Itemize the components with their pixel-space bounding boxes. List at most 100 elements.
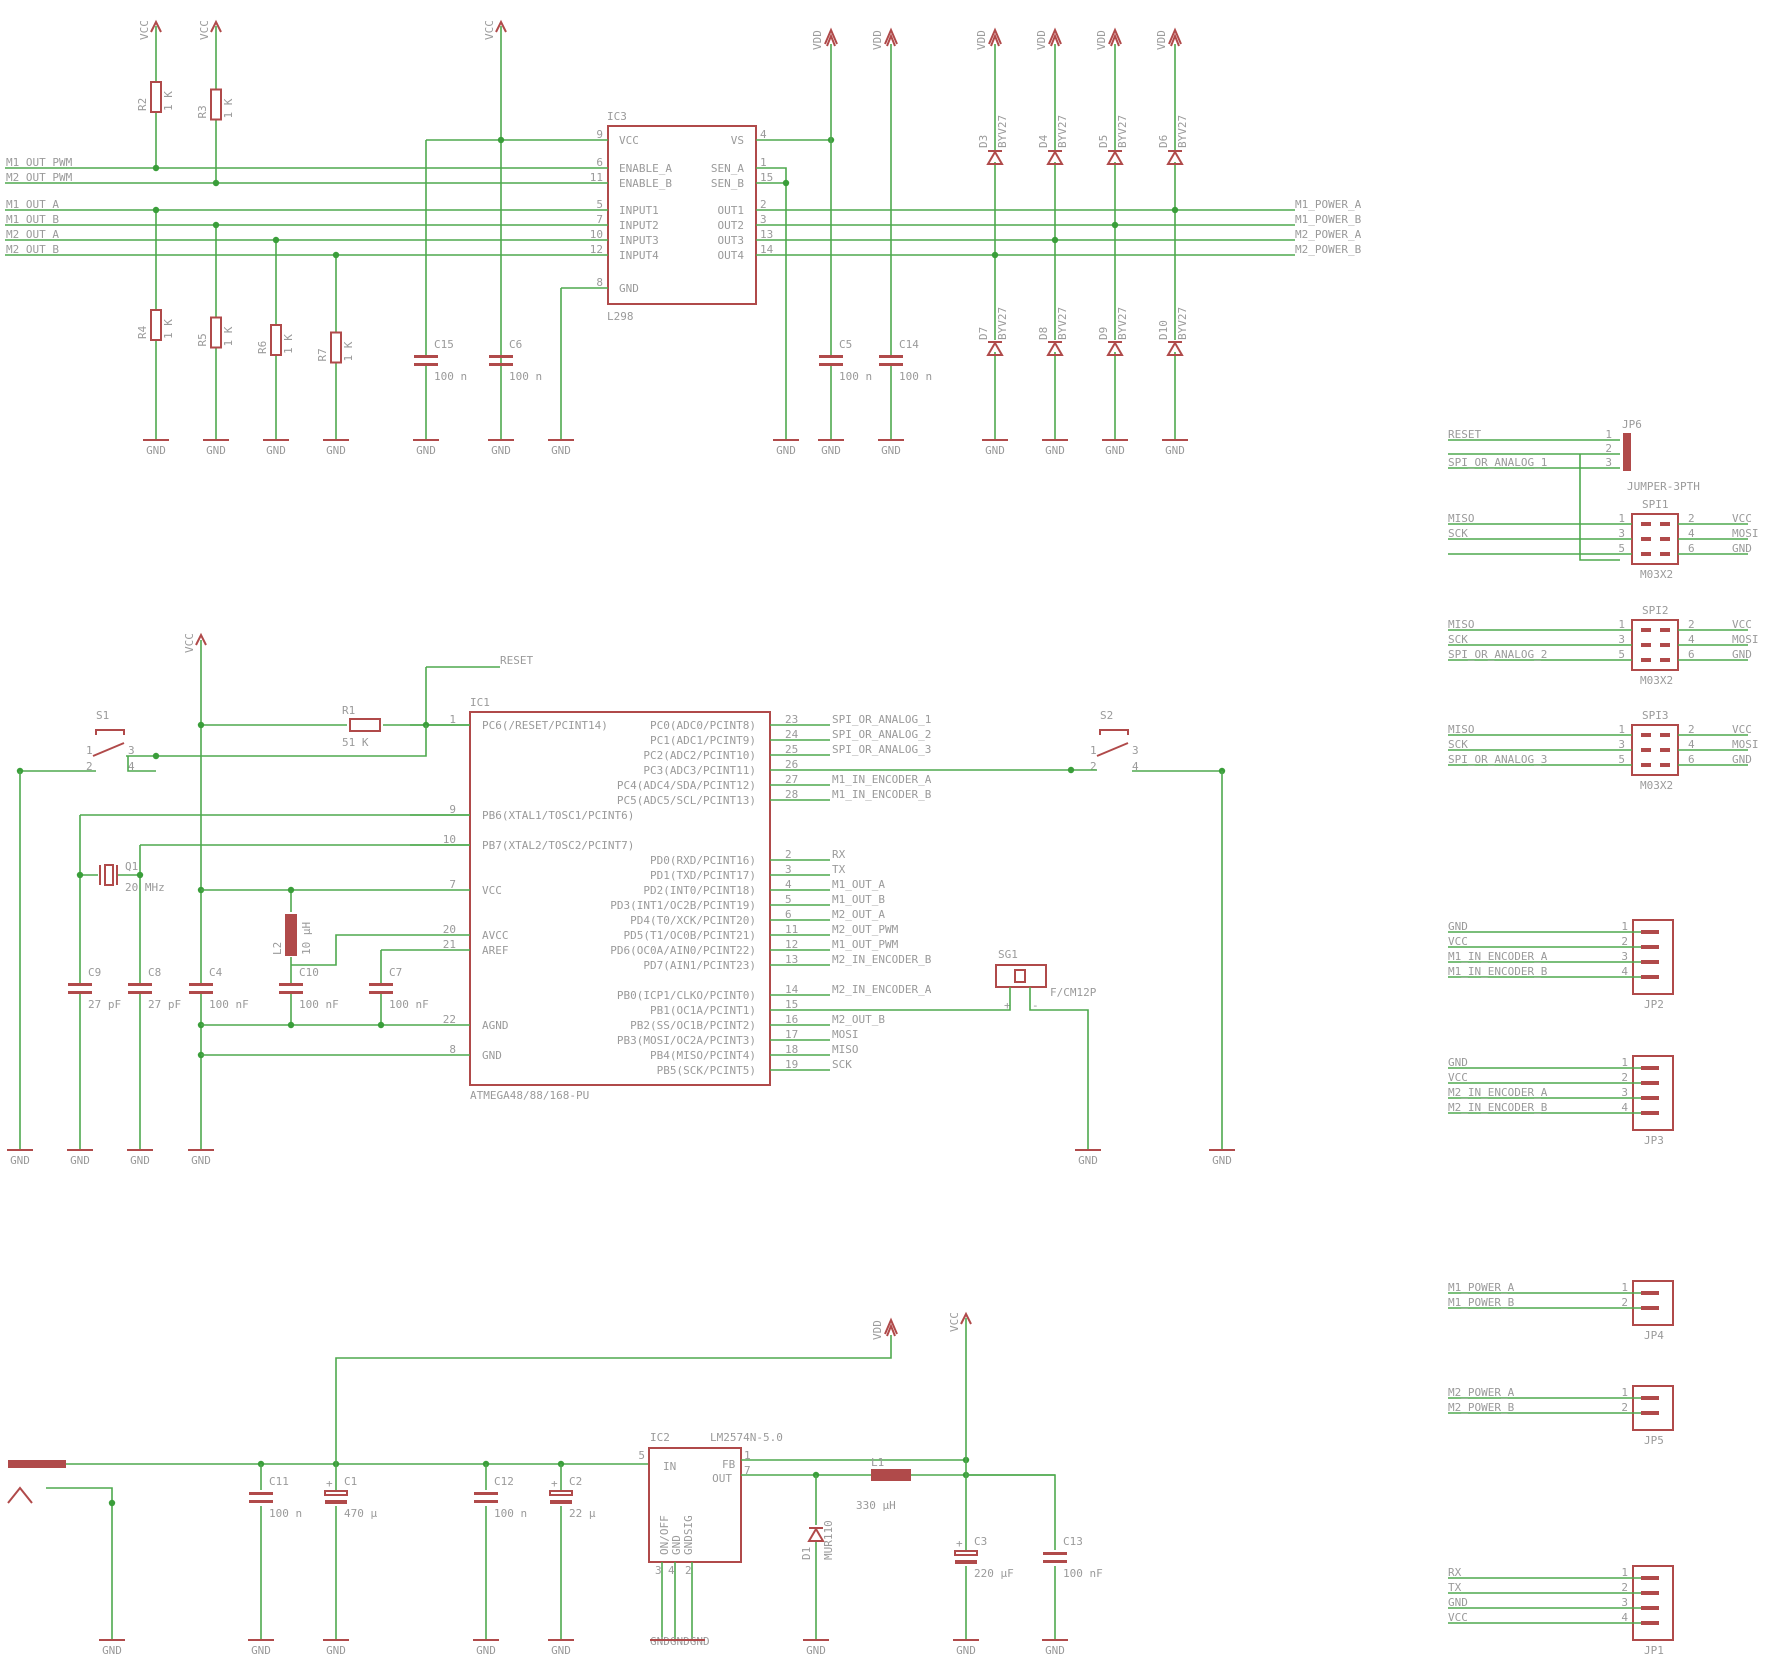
vcc-reg-label: VCC	[948, 1312, 961, 1332]
vdd-d4-label: VDD	[1035, 30, 1048, 50]
junction-dot	[287, 1021, 295, 1029]
net-label-ic1-23: SPI_OR_ANALOG_1	[832, 713, 931, 726]
ic1-pinnum-5: 5	[785, 893, 792, 906]
ic3-pinnum-8: 8	[596, 276, 603, 289]
ic1-pinnum-28: 28	[785, 788, 798, 801]
spi-pinnum: 3	[1618, 738, 1625, 751]
d1-body	[807, 1527, 825, 1542]
spi-net-right: MOSI	[1732, 527, 1759, 540]
gnd-r6-label: GND	[266, 444, 286, 457]
s2-pin4: 4	[1132, 760, 1139, 773]
spi-pinnum: 4	[1688, 527, 1695, 540]
spi-net-right: GND	[1732, 753, 1752, 766]
connector-pinnum: 2	[1621, 1071, 1628, 1084]
connector-pinnum: 2	[1621, 1581, 1628, 1594]
r1-body	[349, 718, 381, 732]
net-label-ic1-6: M2_OUT_A	[832, 908, 885, 921]
connector-pinnum: 2	[1621, 1296, 1628, 1309]
ic3-name: IC3	[607, 110, 627, 123]
cap-c13-name: C13	[1063, 1535, 1083, 1548]
ic2-pinnum-b2: 4	[668, 1564, 675, 1577]
s1-actuator	[95, 729, 125, 735]
wire	[126, 725, 427, 757]
cap-c12-value: 100 n	[494, 1507, 527, 1520]
ic1-pinnum-7: 7	[449, 878, 456, 891]
vcc-r2-label: VCC	[138, 20, 151, 40]
vdd-2-inner	[886, 33, 896, 47]
connector-pinnum: 1	[1621, 1056, 1628, 1069]
spi-pin	[1641, 658, 1651, 662]
gnd-c3-label: GND	[956, 1644, 976, 1657]
spi-pinnum: 2	[1688, 618, 1695, 631]
connector-net-m2_in_encoder_b: M2_IN_ENCODER_B	[1448, 1101, 1548, 1114]
ic1-pin-r15: PB1(OC1A/PCINT1)	[650, 1004, 756, 1017]
ic1-pin-1: PB6(XTAL1/TOSC1/PCINT6)	[482, 809, 634, 822]
spi-net-left: SCK	[1448, 527, 1468, 540]
r4	[150, 309, 162, 341]
c15-plate1	[414, 355, 438, 358]
d4-value: BYV27	[1056, 115, 1069, 148]
c9-value: 27 pF	[88, 998, 121, 1011]
connector-jp1-name: JP1	[1644, 1644, 1664, 1657]
ic3-pin-enable_a: ENABLE_A	[619, 162, 672, 175]
spi-header-2-name: SPI2	[1642, 604, 1669, 617]
d6-value: BYV27	[1176, 115, 1189, 148]
spi-net-left: MISO	[1448, 618, 1475, 631]
vdd-2	[884, 27, 898, 45]
ic3-pin-input2: INPUT2	[619, 219, 659, 232]
spi-pin	[1641, 763, 1651, 767]
ic1-pin-r3: PC3(ADC3/PCINT11)	[643, 764, 756, 777]
c14-value: 100 n	[899, 370, 932, 383]
s1-lever	[92, 742, 125, 757]
cap-c12-plate1	[474, 1492, 498, 1495]
spi-net-left: SCK	[1448, 633, 1468, 646]
c5-value: 100 n	[839, 370, 872, 383]
cap-c1-name: C1	[344, 1475, 357, 1488]
ic3-pin-input1: INPUT1	[619, 204, 659, 217]
cap-c3-plus: +	[956, 1537, 963, 1550]
junction-dot	[152, 206, 160, 214]
gnd-c12-label: GND	[476, 1644, 496, 1657]
spi-net-left: SCK	[1448, 738, 1468, 751]
ic3-pinnum-4: 4	[760, 128, 767, 141]
connector-pin	[1641, 1411, 1659, 1415]
r3-value: 1 K	[222, 98, 235, 118]
net-label-ic1-3: TX	[832, 863, 846, 876]
ic3-pin-out1: OUT1	[718, 204, 745, 217]
r4-value: 1 K	[162, 319, 175, 339]
junction-dot	[272, 236, 280, 244]
gnd-c11-label: GND	[251, 1644, 271, 1657]
s2-pin3: 3	[1132, 744, 1139, 757]
wire	[756, 167, 787, 440]
c4-value: 100 nF	[209, 998, 249, 1011]
gnd-d1-label: GND	[806, 1644, 826, 1657]
ic1-pin-r0: PC0(ADC0/PCINT8)	[650, 719, 756, 732]
ic1-pinnum-12: 12	[785, 938, 798, 951]
cap-c3-plate1	[954, 1550, 978, 1556]
spi-pin	[1660, 643, 1670, 647]
c4-plate2	[189, 991, 213, 994]
junction-dot	[212, 221, 220, 229]
r2	[150, 81, 162, 113]
spi-net-right: MOSI	[1732, 738, 1759, 751]
ic1-pinnum-13: 13	[785, 953, 798, 966]
ic1-pinnum-17: 17	[785, 1028, 798, 1041]
vdd-1-inner	[826, 33, 836, 47]
connector-jp4-name: JP4	[1644, 1329, 1664, 1342]
spi-pinnum: 5	[1618, 753, 1625, 766]
spi-pin	[1660, 628, 1670, 632]
cap-c1-plate2	[325, 1500, 347, 1504]
spi-pin	[1660, 537, 1670, 541]
c15-plate2	[414, 363, 438, 366]
gnd-c5-label: GND	[821, 444, 841, 457]
spi-header-3-name: SPI3	[1642, 709, 1669, 722]
sg1-plus: +	[1004, 999, 1011, 1012]
d10-name: D10	[1157, 320, 1170, 340]
jack-contact	[7, 1486, 33, 1504]
d9-value: BYV27	[1116, 307, 1129, 340]
ic2-gnd-label: GNDGNDGND	[650, 1635, 710, 1648]
ic1-pin-r5: PC5(ADC5/SCL/PCINT13)	[617, 794, 756, 807]
d9-body	[1106, 341, 1124, 356]
spi-pinnum: 4	[1688, 738, 1695, 751]
ic3-value: L298	[607, 310, 634, 323]
